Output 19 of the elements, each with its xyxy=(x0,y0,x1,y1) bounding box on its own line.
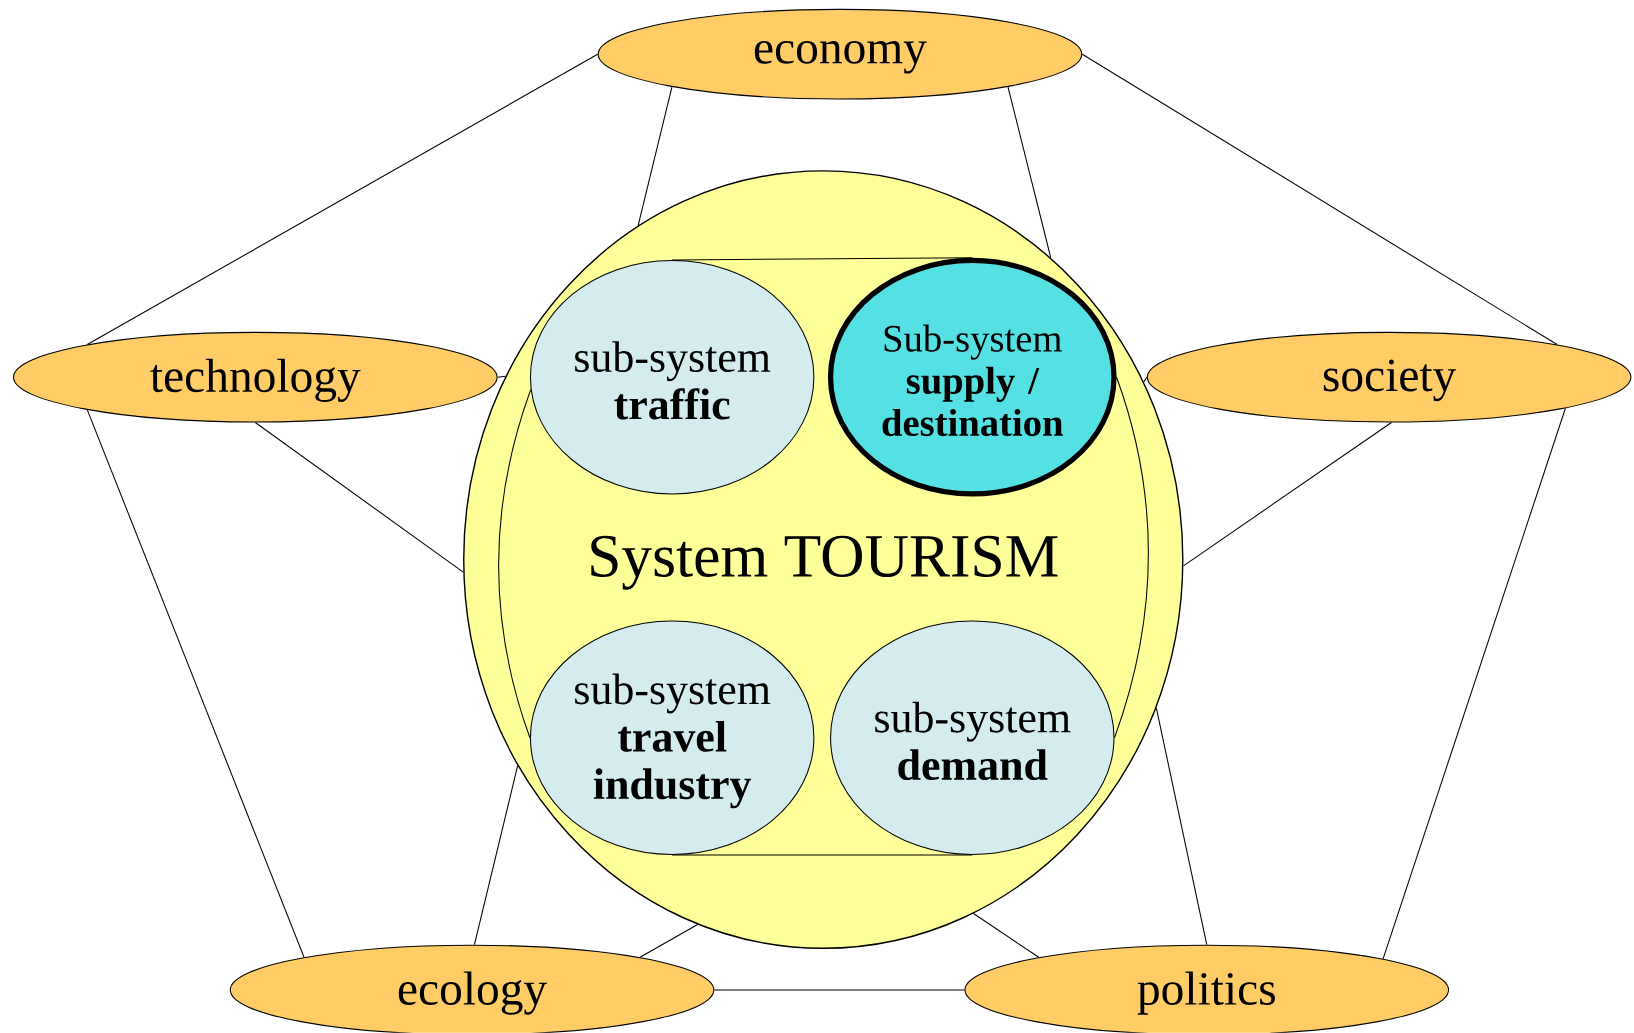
connector-line xyxy=(671,257,973,261)
connector-line xyxy=(1143,376,1148,383)
connector-line xyxy=(86,53,599,346)
connector-line xyxy=(639,924,699,958)
connector-line xyxy=(1007,86,1052,259)
connector-line xyxy=(713,989,965,991)
connector-line xyxy=(1081,53,1558,346)
connector-line xyxy=(637,86,673,227)
connector-line xyxy=(1182,422,1392,567)
connector-line xyxy=(1114,376,1149,739)
connector-line xyxy=(497,375,507,378)
connector-line xyxy=(1382,407,1566,960)
connector-line xyxy=(86,409,305,958)
connector-line xyxy=(498,389,532,739)
connector-line xyxy=(671,854,973,856)
connector-line xyxy=(473,765,519,946)
connector-line xyxy=(1155,707,1208,946)
connector-line xyxy=(972,913,1040,958)
connector-line xyxy=(254,422,464,573)
